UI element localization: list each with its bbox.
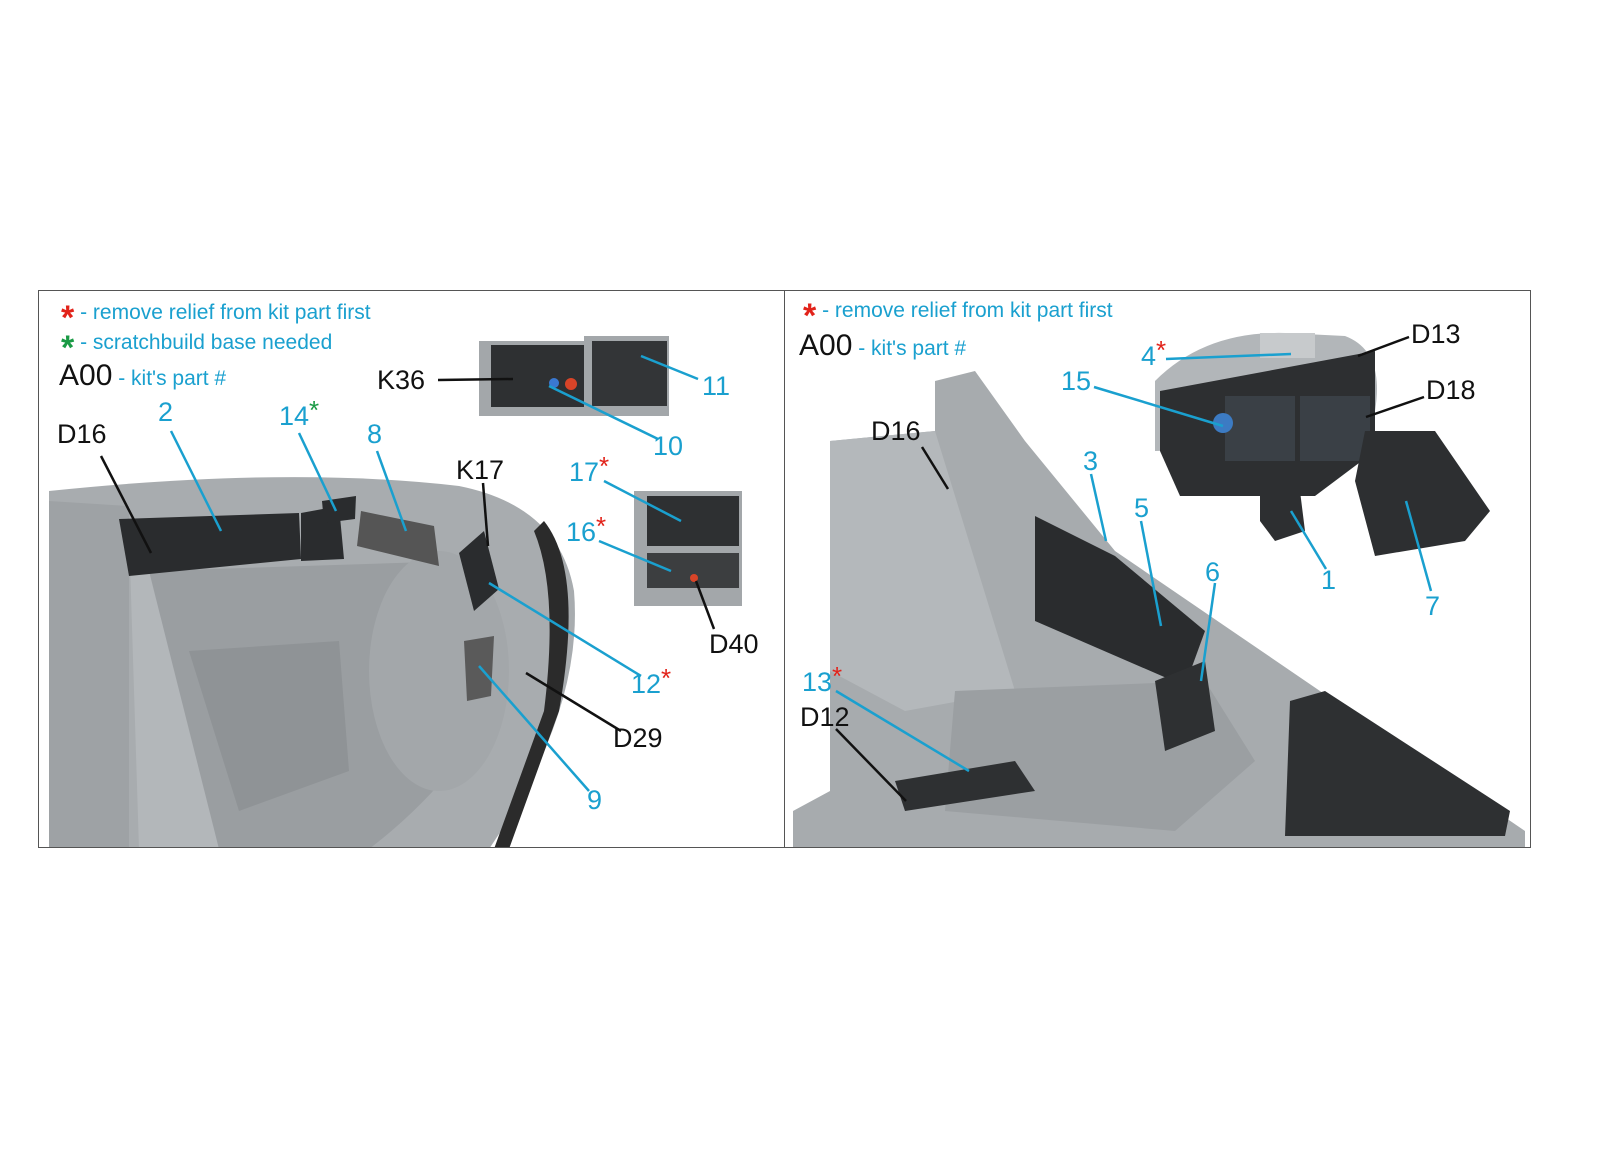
- legend-text: - remove relief from kit part first: [80, 301, 371, 324]
- label-d40: D40: [709, 629, 759, 659]
- label-d12: D12: [800, 702, 850, 732]
- legend-text: - kit's part #: [858, 337, 967, 360]
- label-k36: K36: [377, 365, 426, 395]
- label-number: 13: [802, 667, 833, 697]
- label-number: 14: [279, 401, 310, 431]
- label-number: 17: [569, 457, 600, 487]
- legend-code: A00: [799, 329, 853, 362]
- legend-code: A00: [59, 359, 113, 392]
- legend-scratchbuild: * - scratchbuild base needed: [61, 329, 333, 365]
- red-asterisk-icon: *: [1156, 335, 1167, 365]
- label-15: 15: [1061, 366, 1092, 396]
- right-instruction-panel: * - remove relief from kit part first A0…: [784, 290, 1531, 848]
- red-asterisk-icon: *: [661, 663, 672, 693]
- red-asterisk-icon: *: [61, 299, 75, 337]
- label-10: 10: [653, 431, 684, 461]
- label-16: 16*: [566, 513, 606, 547]
- label-number: 12: [631, 669, 662, 699]
- label-2: 2: [158, 397, 174, 427]
- label-3: 3: [1083, 446, 1099, 476]
- label-13: 13*: [802, 663, 842, 697]
- label-d16: D16: [871, 416, 921, 446]
- red-asterisk-icon: *: [832, 661, 843, 691]
- legend-remove-relief: * - remove relief from kit part first: [61, 299, 371, 335]
- cockpit-tub-illustration: [49, 336, 742, 847]
- legend-remove-relief: * - remove relief from kit part first: [803, 297, 1113, 333]
- label-4: 4*: [1141, 337, 1166, 371]
- left-console-panel: [119, 496, 499, 701]
- label-12: 12*: [631, 665, 671, 699]
- label-number: 4: [1141, 341, 1157, 371]
- green-asterisk-icon: *: [309, 395, 320, 425]
- label-7: 7: [1425, 591, 1441, 621]
- legend-kit-part: A00 - kit's part #: [799, 329, 966, 363]
- label-8: 8: [367, 419, 383, 449]
- red-asterisk-icon: *: [599, 451, 610, 481]
- legend-text: - kit's part #: [118, 367, 227, 390]
- label-17: 17*: [569, 453, 609, 487]
- label-d16: D16: [57, 419, 107, 449]
- label-d18: D18: [1426, 375, 1476, 405]
- red-asterisk-icon: *: [803, 297, 817, 335]
- label-d29: D29: [613, 723, 663, 753]
- label-d13: D13: [1411, 319, 1461, 349]
- green-asterisk-icon: *: [61, 329, 75, 367]
- label-1: 1: [1321, 565, 1337, 595]
- label-number: 16: [566, 517, 597, 547]
- legend-kit-part: A00 - kit's part #: [59, 359, 226, 393]
- legend-text: - scratchbuild base needed: [80, 331, 333, 354]
- label-9: 9: [587, 785, 603, 815]
- label-14: 14*: [279, 397, 319, 431]
- label-5: 5: [1134, 493, 1150, 523]
- left-instruction-panel: * - remove relief from kit part first * …: [38, 290, 785, 848]
- label-k17: K17: [456, 455, 505, 485]
- cockpit-side-illustration: [793, 332, 1525, 847]
- legend-text: - remove relief from kit part first: [822, 299, 1113, 322]
- label-11: 11: [702, 371, 731, 401]
- label-6: 6: [1205, 557, 1221, 587]
- red-asterisk-icon: *: [596, 511, 607, 541]
